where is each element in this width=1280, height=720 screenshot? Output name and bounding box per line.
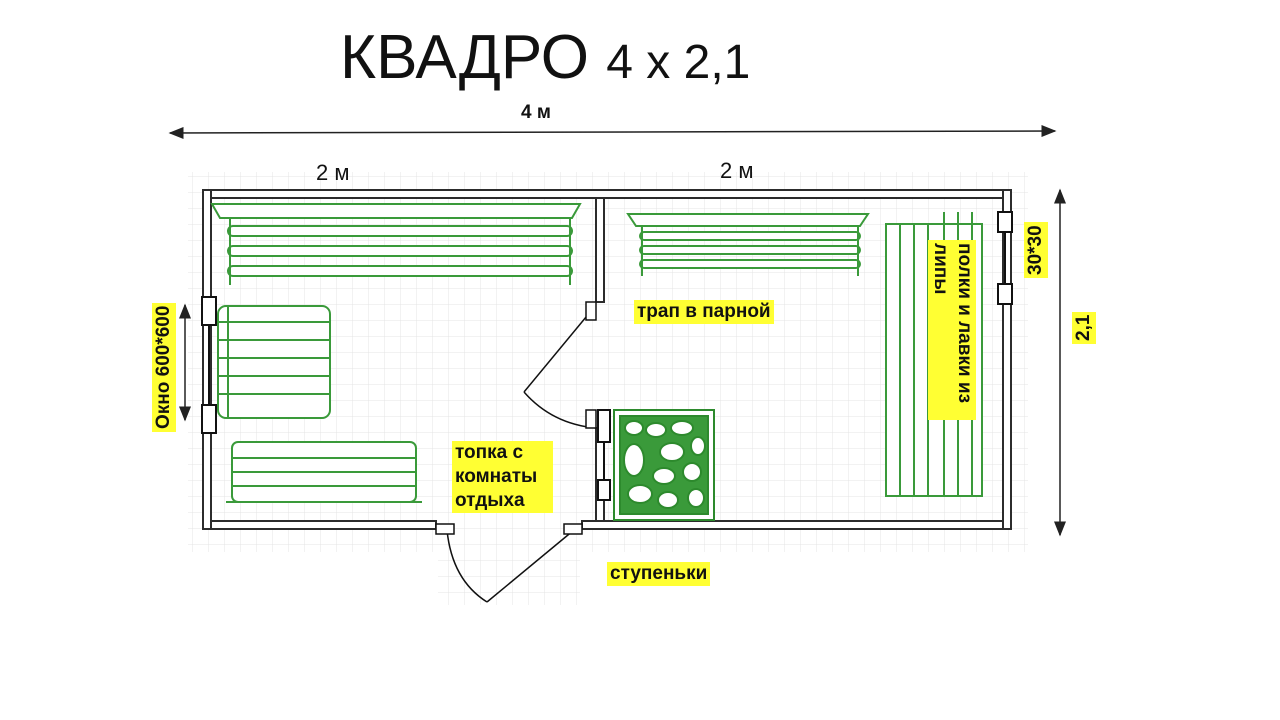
shelves-label: полки и лавки из липы <box>928 240 976 420</box>
vent-icon <box>997 211 1013 305</box>
outer-walls <box>202 189 1012 530</box>
left-room-width-label: 2 м <box>316 160 350 185</box>
width-arrow <box>168 125 1057 139</box>
stove-icon <box>613 409 715 521</box>
grid-background-steps <box>438 525 580 605</box>
bench-top-left <box>210 203 582 285</box>
page-title: КВАДРО 4 x 2,1 <box>340 22 750 93</box>
steps-label: ступеньки <box>607 562 711 586</box>
bench-bottom-left <box>226 441 422 503</box>
door-swing-icon <box>520 301 597 429</box>
window-label: Окно 600*600 <box>152 302 176 432</box>
vent-label: 30*30 <box>1024 222 1048 278</box>
depth-label: 2,1 <box>1072 311 1096 344</box>
drain-label: трап в парной <box>634 300 774 324</box>
title-main: КВАДРО <box>340 23 590 92</box>
window-icon <box>201 296 217 434</box>
firebox-door-icon <box>597 409 611 501</box>
total-width-label: 4 м <box>521 102 551 123</box>
bench-window <box>217 305 331 419</box>
bench-top-right <box>626 213 870 276</box>
title-dims: 4 x 2,1 <box>606 36 751 89</box>
entry-door-swing-icon <box>435 523 583 603</box>
firebox-label: топка с комнаты отдыха <box>452 441 553 513</box>
right-room-width-label: 2 м <box>720 158 754 183</box>
